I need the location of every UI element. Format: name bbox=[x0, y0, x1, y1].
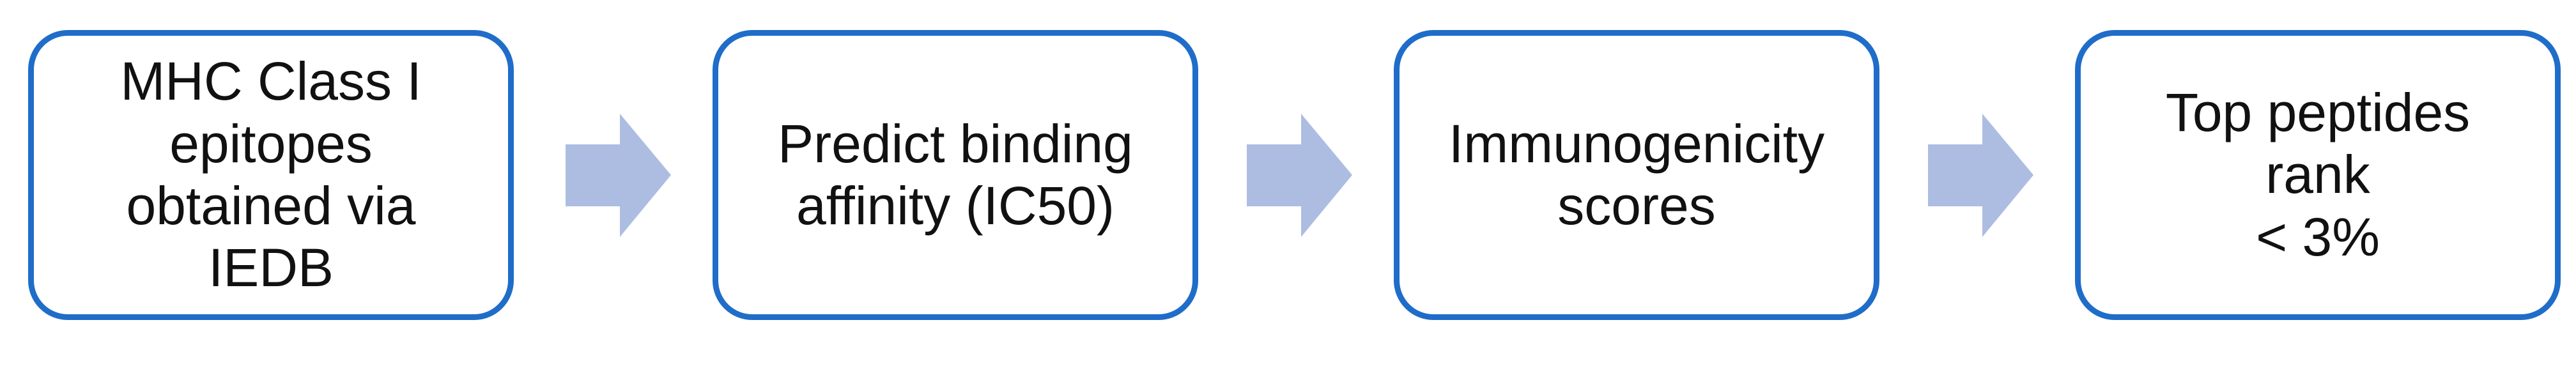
right-arrow-icon bbox=[566, 114, 671, 237]
step-label: Predict binding affinity (IC50) bbox=[778, 113, 1133, 236]
step-label: Immunogenicity scores bbox=[1448, 113, 1825, 236]
step-box-mhc-epitopes: MHC Class I epitopes obtained via IEDB bbox=[28, 30, 514, 320]
step-label: MHC Class I epitopes obtained via IEDB bbox=[120, 51, 422, 298]
step-box-immunogenicity: Immunogenicity scores bbox=[1394, 30, 1879, 320]
right-arrow-icon bbox=[1247, 114, 1352, 237]
step-label: Top peptides rank < 3% bbox=[2165, 82, 2471, 267]
step-box-binding-affinity: Predict binding affinity (IC50) bbox=[713, 30, 1198, 320]
step-box-top-peptides: Top peptides rank < 3% bbox=[2075, 30, 2561, 320]
right-arrow-icon bbox=[1928, 114, 2033, 237]
